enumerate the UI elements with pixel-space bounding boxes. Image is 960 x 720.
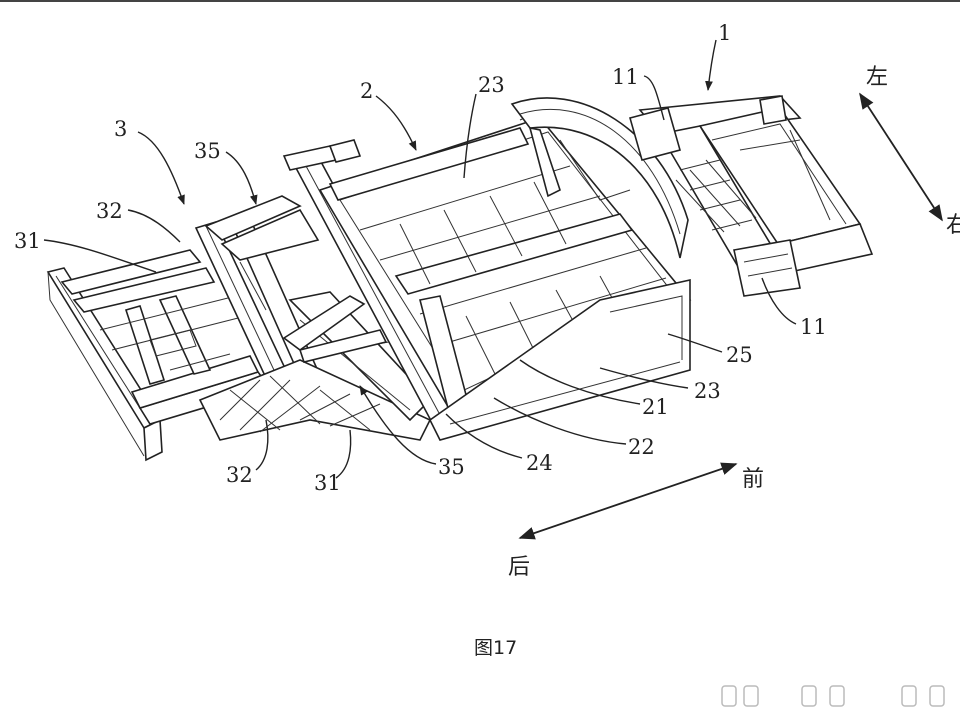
direction-labels: 左 右 前 后 bbox=[508, 65, 960, 580]
label-25: 25 bbox=[726, 343, 753, 367]
label-22: 22 bbox=[628, 435, 655, 459]
label-31-upper: 31 bbox=[14, 229, 41, 253]
label-35-lower: 35 bbox=[438, 455, 465, 479]
leader-23-lower bbox=[599, 367, 689, 389]
label-3: 3 bbox=[114, 117, 127, 141]
leader-25 bbox=[667, 333, 723, 353]
watermark-marks bbox=[721, 685, 945, 707]
label-23-lower: 23 bbox=[694, 379, 721, 403]
leader-35-lower bbox=[359, 385, 437, 465]
rear-diagonal-braces bbox=[204, 195, 388, 363]
direction-rear: 后 bbox=[508, 555, 530, 580]
figure-caption: 图17 bbox=[474, 637, 517, 659]
label-11-lower: 11 bbox=[800, 315, 827, 339]
leader-31-upper bbox=[43, 239, 157, 273]
leader-11-lower bbox=[761, 277, 797, 325]
leader-35-upper bbox=[225, 151, 258, 205]
label-32-upper: 32 bbox=[96, 199, 123, 223]
label-35-upper: 35 bbox=[194, 139, 221, 163]
leader-2 bbox=[375, 95, 417, 151]
label-2: 2 bbox=[360, 79, 373, 103]
leader-23-upper bbox=[463, 93, 477, 179]
left-right-arrow bbox=[859, 92, 943, 222]
leader-32-lower bbox=[255, 419, 269, 471]
label-11-upper: 11 bbox=[612, 65, 639, 89]
leader-32-upper bbox=[127, 209, 181, 243]
leader-lines bbox=[43, 39, 797, 479]
direction-right: 右 bbox=[946, 213, 960, 238]
leader-31-lower bbox=[335, 429, 352, 479]
leader-21 bbox=[519, 359, 641, 405]
leader-1 bbox=[705, 39, 717, 91]
label-31-lower: 31 bbox=[314, 471, 341, 495]
front-arch-ring bbox=[510, 97, 689, 259]
leader-11-upper bbox=[643, 75, 665, 121]
label-32-lower: 32 bbox=[226, 463, 253, 487]
label-24: 24 bbox=[526, 451, 553, 475]
label-21: 21 bbox=[642, 395, 669, 419]
central-longitudinal-rail bbox=[282, 139, 462, 432]
reference-numerals: 1 2 3 11 11 21 22 23 23 24 25 31 31 32 3… bbox=[14, 21, 827, 495]
vehicle-frame-drawing bbox=[46, 95, 874, 462]
direction-left: 左 bbox=[866, 65, 888, 90]
label-23-upper: 23 bbox=[478, 73, 505, 97]
leader-24 bbox=[445, 413, 523, 459]
front-subframe bbox=[629, 95, 874, 297]
front-side-panel bbox=[428, 279, 691, 441]
front-rear-arrow bbox=[518, 462, 738, 540]
direction-arrows bbox=[518, 92, 943, 540]
leader-22 bbox=[493, 397, 627, 445]
label-1: 1 bbox=[718, 21, 731, 45]
leader-3 bbox=[137, 131, 185, 205]
direction-front: 前 bbox=[742, 467, 764, 492]
